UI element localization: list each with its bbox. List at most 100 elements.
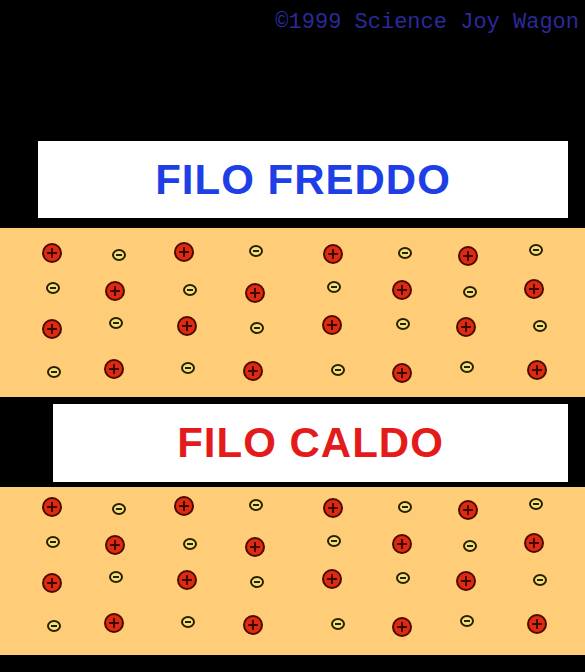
plus-sign <box>252 620 254 630</box>
positive-ion <box>457 572 475 590</box>
ion-body <box>457 318 475 336</box>
electron-body <box>110 572 122 582</box>
electron-body <box>182 363 194 373</box>
minus-sign <box>537 579 543 581</box>
electron <box>184 539 196 549</box>
title-box: FILO FREDDO <box>38 141 568 218</box>
ion-body <box>323 570 341 588</box>
positive-ion <box>323 570 341 588</box>
ion-body <box>178 571 196 589</box>
electron <box>461 362 473 372</box>
plus-sign <box>536 365 538 375</box>
electron-body <box>47 537 59 547</box>
positive-ion <box>43 498 61 516</box>
positive-ion <box>525 280 543 298</box>
ion-body <box>246 538 264 556</box>
plus-sign <box>51 324 53 334</box>
ion-body <box>525 280 543 298</box>
electron <box>110 318 122 328</box>
title-box: FILO CALDO <box>53 404 568 482</box>
electron-body <box>251 577 263 587</box>
positive-ion <box>393 281 411 299</box>
ion-body <box>459 247 477 265</box>
positive-ion <box>393 364 411 382</box>
wire-band <box>0 487 585 655</box>
minus-sign <box>253 504 259 506</box>
copyright-label: ©1999 Science Joy Wagon <box>275 10 579 35</box>
positive-ion <box>178 571 196 589</box>
plus-sign <box>465 576 467 586</box>
electron <box>399 248 411 258</box>
plus-sign <box>113 618 115 628</box>
plus-sign <box>467 251 469 261</box>
electron <box>47 283 59 293</box>
ion-body <box>43 244 61 262</box>
electron <box>113 504 125 514</box>
electron <box>48 367 60 377</box>
positive-ion <box>43 244 61 262</box>
electron-body <box>399 248 411 258</box>
plus-sign <box>331 574 333 584</box>
plus-sign <box>113 364 115 374</box>
positive-ion <box>459 247 477 265</box>
minus-sign <box>400 323 406 325</box>
ion-body <box>105 360 123 378</box>
minus-sign <box>51 625 57 627</box>
positive-ion <box>43 320 61 338</box>
positive-ion <box>246 538 264 556</box>
positive-ion <box>393 618 411 636</box>
plus-sign <box>467 505 469 515</box>
minus-sign <box>116 254 122 256</box>
electron-body <box>47 283 59 293</box>
electron-body <box>250 246 262 256</box>
electron-body <box>461 616 473 626</box>
electron-body <box>530 245 542 255</box>
electron-body <box>534 321 546 331</box>
plus-sign <box>533 538 535 548</box>
plus-sign <box>332 503 334 513</box>
plus-sign <box>252 366 254 376</box>
electron-body <box>461 362 473 372</box>
positive-ion <box>459 501 477 519</box>
minus-sign <box>254 581 260 583</box>
minus-sign <box>402 506 408 508</box>
electron <box>461 616 473 626</box>
positive-ion <box>457 318 475 336</box>
minus-sign <box>467 545 473 547</box>
plus-sign <box>331 320 333 330</box>
ion-body <box>175 243 193 261</box>
plus-sign <box>186 575 188 585</box>
plus-sign <box>465 322 467 332</box>
positive-ion <box>525 534 543 552</box>
electron <box>464 541 476 551</box>
plus-sign <box>114 540 116 550</box>
positive-ion <box>323 316 341 334</box>
electron <box>328 536 340 546</box>
electron-body <box>328 282 340 292</box>
electron-body <box>534 575 546 585</box>
electron <box>332 365 344 375</box>
minus-sign <box>113 576 119 578</box>
ion-body <box>525 534 543 552</box>
electron <box>530 245 542 255</box>
minus-sign <box>335 369 341 371</box>
plus-sign <box>51 248 53 258</box>
ion-body <box>43 498 61 516</box>
ion-body <box>323 316 341 334</box>
minus-sign <box>113 322 119 324</box>
wire-band <box>0 228 585 397</box>
ion-body <box>393 364 411 382</box>
minus-sign <box>464 620 470 622</box>
positive-ion <box>43 574 61 592</box>
electron <box>48 621 60 631</box>
plus-sign <box>401 622 403 632</box>
ion-body <box>393 535 411 553</box>
plus-sign <box>401 368 403 378</box>
wire-title: FILO FREDDO <box>155 156 451 204</box>
plus-sign <box>114 286 116 296</box>
ion-body <box>457 572 475 590</box>
positive-ion <box>528 361 546 379</box>
electron <box>47 537 59 547</box>
electron-body <box>182 617 194 627</box>
